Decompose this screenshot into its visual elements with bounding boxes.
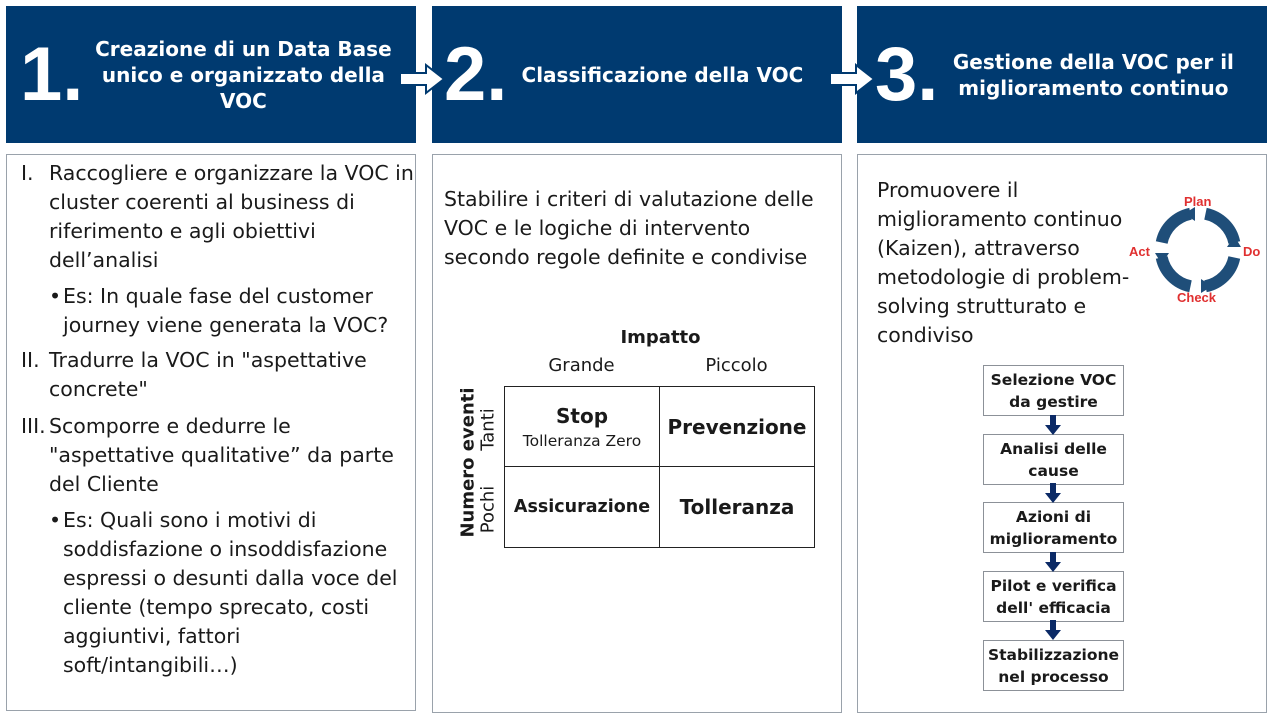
step-2-number: 2. <box>444 31 508 117</box>
step-3-header: 3. Gestione della VOC per il miglioramen… <box>857 6 1267 143</box>
step-1-header: 1. Creazione di un Data Base unico e org… <box>6 6 416 143</box>
item-2-marker: II. <box>21 348 40 372</box>
item-3-bullet: Es: Quali sono i motivi di soddisfazione… <box>63 508 398 677</box>
bullet-dot: • <box>49 508 62 532</box>
column-3-panel: Promuovere il miglioramento continuo (Ka… <box>857 154 1267 713</box>
matrix-cell-assicurazione: Assicurazione <box>504 466 660 548</box>
down-arrow-icon <box>1045 415 1061 435</box>
pdca-act-label: Act <box>1129 244 1150 259</box>
classification-intro: Stabilire i criteri di valutazione delle… <box>444 187 814 269</box>
stop-sublabel: Tolleranza Zero <box>522 431 642 450</box>
pdca-do-label: Do <box>1243 244 1261 259</box>
right-arrow-icon <box>399 62 446 96</box>
right-arrow-icon <box>829 62 876 96</box>
tolleranza-label: Tolleranza <box>679 495 795 519</box>
column-1-panel: I. Raccogliere e organizzare la VOC in c… <box>6 154 416 711</box>
down-arrow-icon <box>1045 483 1061 503</box>
stop-label: Stop <box>555 403 609 428</box>
step-1-title: Creazione di un Data Base unico e organi… <box>95 36 392 113</box>
matrix-cell-tolleranza: Tolleranza <box>659 466 815 548</box>
column-2-panel: Stabilire i criteri di valutazione delle… <box>432 154 842 713</box>
matrix-cell-stop: Stop Tolleranza Zero <box>504 386 660 467</box>
pdca-plan-label: Plan <box>1184 194 1212 209</box>
down-arrow-icon <box>1045 620 1061 640</box>
events-label-many: Tanti <box>477 408 499 451</box>
assicurazione-label: Assicurazione <box>513 497 651 517</box>
events-label-few: Pochi <box>477 485 499 534</box>
flow-step-2: Analisi delle cause <box>983 434 1124 485</box>
item-2-text: Tradurre la VOC in "aspettative concrete… <box>49 348 367 401</box>
step-1-number: 1. <box>20 31 84 117</box>
flow-step-3: Azioni di miglioramento <box>983 502 1124 553</box>
item-3-marker: III. <box>21 414 46 438</box>
step-2-header: 2. Classificazione della VOC <box>432 6 842 143</box>
item-3-text: Scomporre e dedurre le "aspettative qual… <box>49 414 394 496</box>
step-3-number: 3. <box>875 31 939 117</box>
matrix-cell-prevenzione: Prevenzione <box>659 386 815 467</box>
flow-step-1: Selezione VOC da gestire <box>983 365 1124 416</box>
impact-axis-title: Impatto <box>620 327 701 348</box>
down-arrow-icon <box>1045 552 1061 572</box>
step-3-title: Gestione della VOC per il miglioramento … <box>952 49 1234 100</box>
item-1-bullet: Es: In quale fase del customer journey v… <box>63 284 389 337</box>
item-1-text: Raccogliere e organizzare la VOC in clus… <box>49 161 414 272</box>
impact-label-small: Piccolo <box>705 355 768 376</box>
step-2-title: Classificazione della VOC <box>521 62 804 87</box>
pdca-check-label: Check <box>1177 290 1217 305</box>
prevenzione-label: Prevenzione <box>667 414 807 439</box>
item-1-marker: I. <box>21 161 34 185</box>
flow-step-4: Pilot e verifica dell' efficacia <box>983 571 1124 622</box>
pdca-cycle-icon <box>1155 207 1241 293</box>
bullet-dot: • <box>49 284 62 308</box>
impact-label-large: Grande <box>548 355 615 376</box>
improvement-intro: Promuovere il miglioramento continuo (Ka… <box>877 178 1130 347</box>
flow-step-5: Stabilizzazione nel processo <box>983 640 1124 691</box>
events-axis-title: Numero eventi <box>457 387 479 538</box>
